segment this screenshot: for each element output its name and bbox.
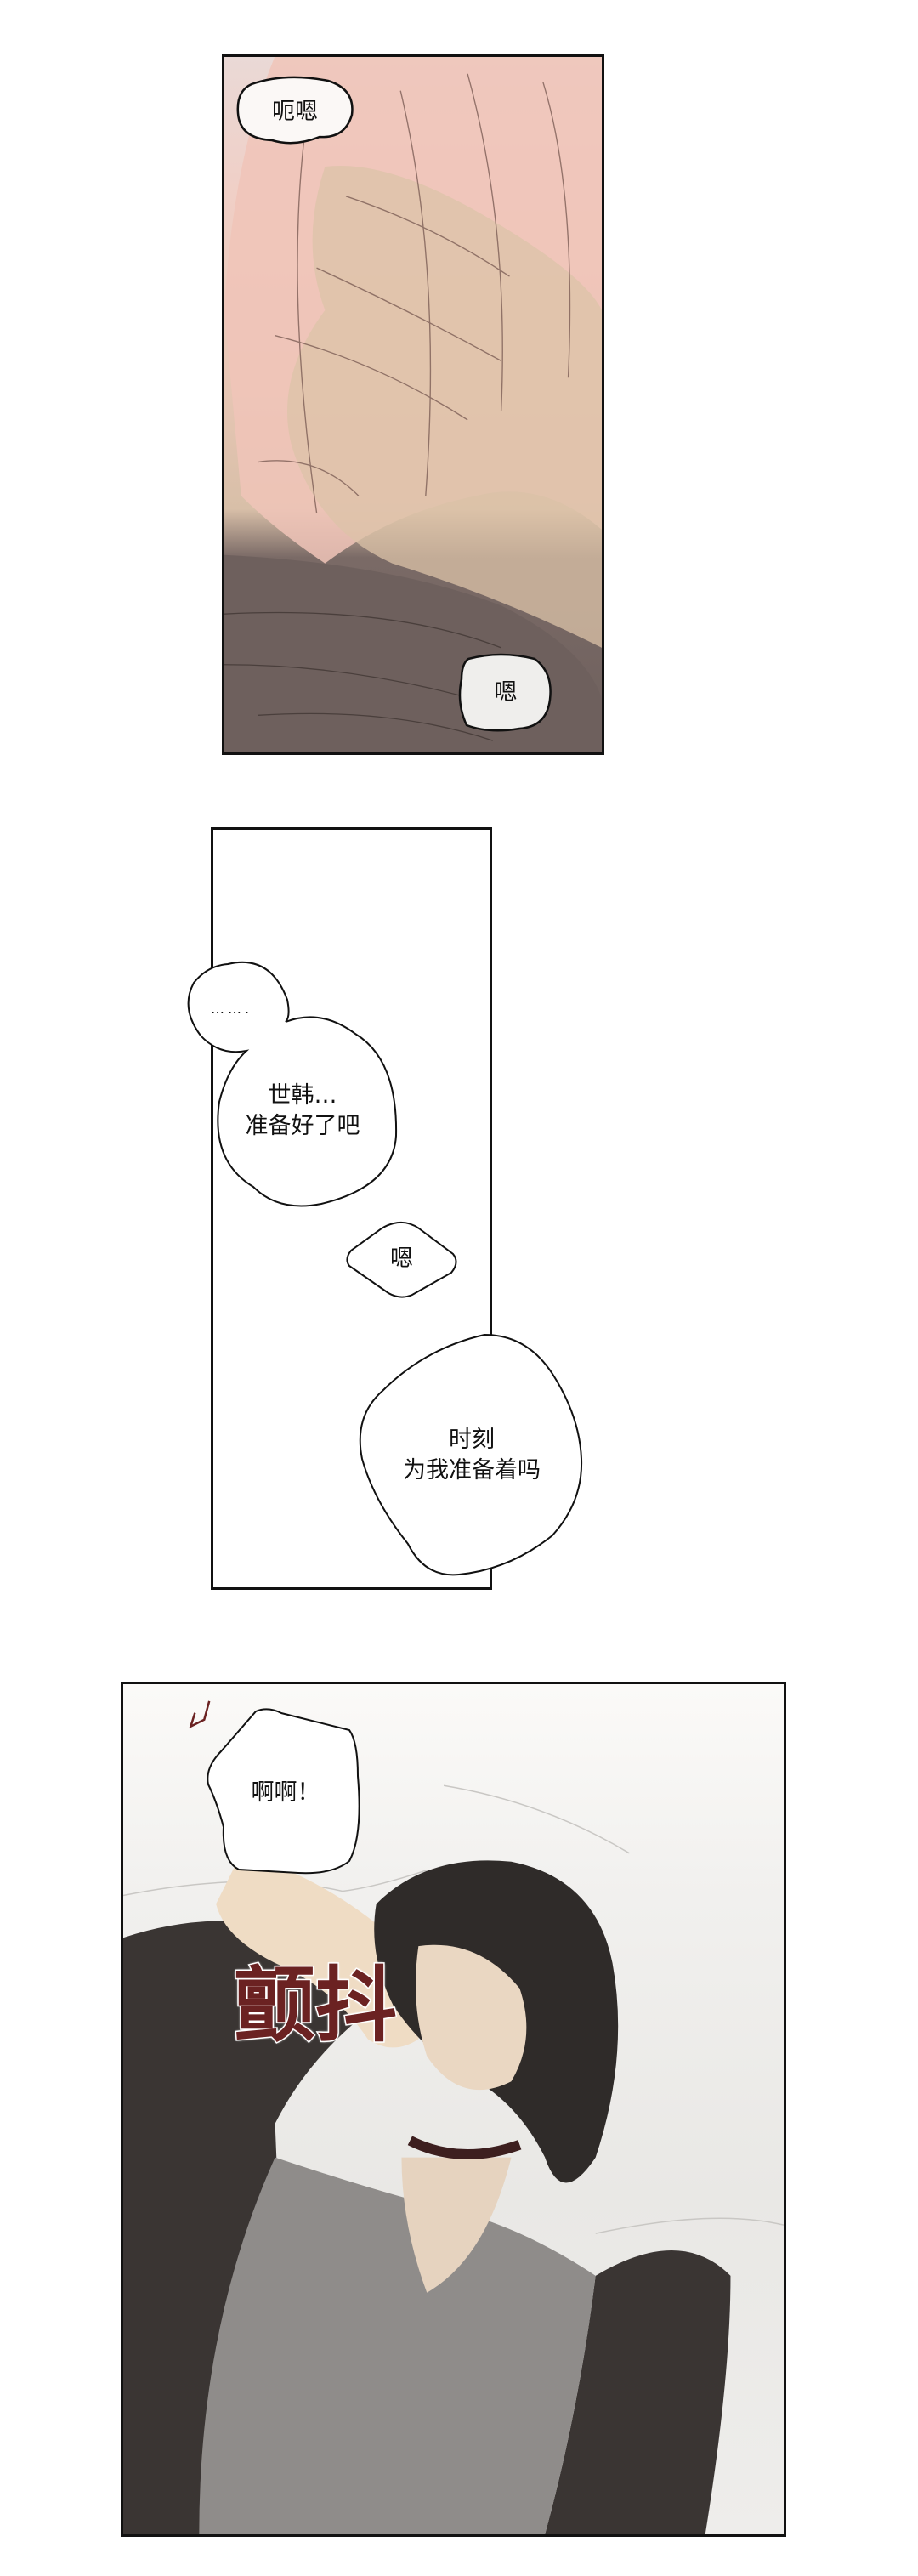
speech-bubble: 啊啊！ bbox=[205, 1708, 366, 1878]
panel-1: 呃嗯 嗯 bbox=[222, 54, 604, 755]
bubble-outline bbox=[346, 1221, 457, 1298]
bubble-text: 嗯 bbox=[390, 1245, 413, 1272]
bubble-text: 呃嗯 bbox=[272, 98, 318, 125]
panel-3: 啊啊！ 颤抖 bbox=[121, 1682, 786, 2537]
arm-shape bbox=[216, 1853, 421, 2048]
bubble-text: 啊啊！ bbox=[251, 1779, 320, 1806]
bubble-text: 嗯 bbox=[494, 678, 518, 706]
bubble-text: 世韩… 准备好了吧 bbox=[245, 1082, 360, 1140]
ellipsis-text: ……. bbox=[211, 1001, 253, 1017]
sound-effect-text: 颤抖 bbox=[233, 1958, 399, 2053]
chest-shape bbox=[401, 2157, 512, 2293]
bubble-outline bbox=[207, 1708, 360, 1875]
bubble-text: 时刻 为我准备着吗 bbox=[403, 1426, 541, 1484]
thought-bubble: ……. 世韩… 准备好了吧 bbox=[185, 957, 398, 1212]
speech-bubble: 呃嗯 bbox=[235, 76, 355, 149]
bubble-outline bbox=[236, 76, 354, 145]
panel-3-artwork bbox=[123, 1700, 784, 2534]
speech-bubble: 嗯 bbox=[344, 1220, 459, 1298]
hand-shape bbox=[287, 165, 602, 648]
face-shape bbox=[416, 1944, 527, 2091]
shirt-shape bbox=[199, 2157, 596, 2534]
bubble-outline bbox=[359, 1333, 583, 1576]
bubble-outline bbox=[458, 653, 552, 732]
choker-shape bbox=[407, 2136, 522, 2159]
bubble-outline bbox=[187, 961, 398, 1207]
speech-bubble: 时刻 为我准备着吗 bbox=[357, 1331, 586, 1580]
speech-bubble: 嗯 bbox=[458, 652, 553, 734]
sound-effect: 颤抖 bbox=[233, 1964, 472, 2048]
sleeve-shape bbox=[545, 2250, 731, 2534]
panel-1-artwork bbox=[224, 57, 602, 752]
